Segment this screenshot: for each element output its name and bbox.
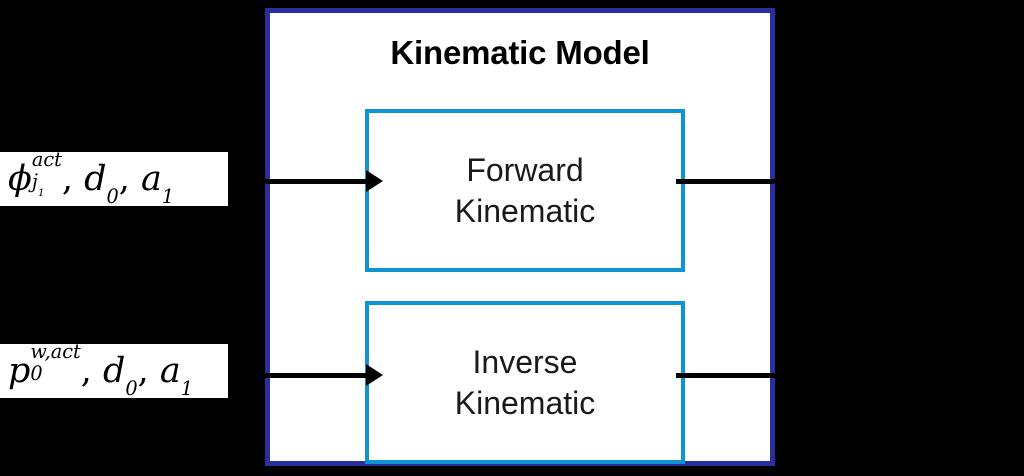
label-forward-input: ϕactactj1, d0, a1 <box>0 149 228 206</box>
block-forward-kinematic[interactable]: Forward Kinematic <box>365 109 685 272</box>
math-subscript-j1: j1 <box>31 169 45 197</box>
math-symbol-phi: ϕ <box>8 158 32 199</box>
math-comma-1: , <box>80 350 103 391</box>
math-param-d: d <box>84 158 107 199</box>
page-title: Kinematic Model <box>390 34 650 71</box>
kinematic-model-frame: Kinematic Model Forward Kinematic Invers… <box>265 8 775 466</box>
math-comma-2: , <box>137 350 160 391</box>
block-inverse-kinematic[interactable]: Inverse Kinematic <box>365 301 685 464</box>
math-param-a-sub: 1 <box>180 377 194 401</box>
line-out-of-forward-kinematic <box>676 179 781 184</box>
math-symbol-p: p <box>8 350 31 391</box>
math-comma-2: , <box>118 158 142 199</box>
math-param-d-sub: 0 <box>125 377 138 401</box>
math-param-d: d <box>102 350 126 391</box>
math-phi-scripts: actactj1 <box>31 149 62 197</box>
math-subscript-0: 0 <box>30 361 43 385</box>
math-comma-1: , <box>61 158 85 199</box>
math-param-a: a <box>141 158 162 199</box>
arrowhead-icon <box>366 364 383 386</box>
math-param-d-sub: 0 <box>106 185 119 209</box>
arrowhead-icon <box>366 170 383 192</box>
block-inverse-kinematic-line1: Inverse <box>472 343 578 380</box>
math-superscript-w-act: w,act <box>30 339 81 363</box>
block-inverse-kinematic-line2: Kinematic <box>454 384 596 421</box>
arrow-into-inverse-kinematic <box>265 364 383 386</box>
math-subscript-j: j <box>31 169 38 193</box>
block-forward-kinematic-line1: Forward <box>466 151 584 188</box>
block-forward-kinematic-line2: Kinematic <box>454 192 596 229</box>
math-superscript-act: act <box>31 147 62 171</box>
math-param-a-sub: 1 <box>161 185 175 209</box>
arrow-into-forward-kinematic <box>265 170 383 192</box>
math-subscript-index: 1 <box>37 186 45 199</box>
line-out-of-inverse-kinematic <box>676 373 781 378</box>
math-expression-forward-input: ϕactactj1, d0, a1 <box>8 149 174 206</box>
math-param-a: a <box>159 350 181 391</box>
